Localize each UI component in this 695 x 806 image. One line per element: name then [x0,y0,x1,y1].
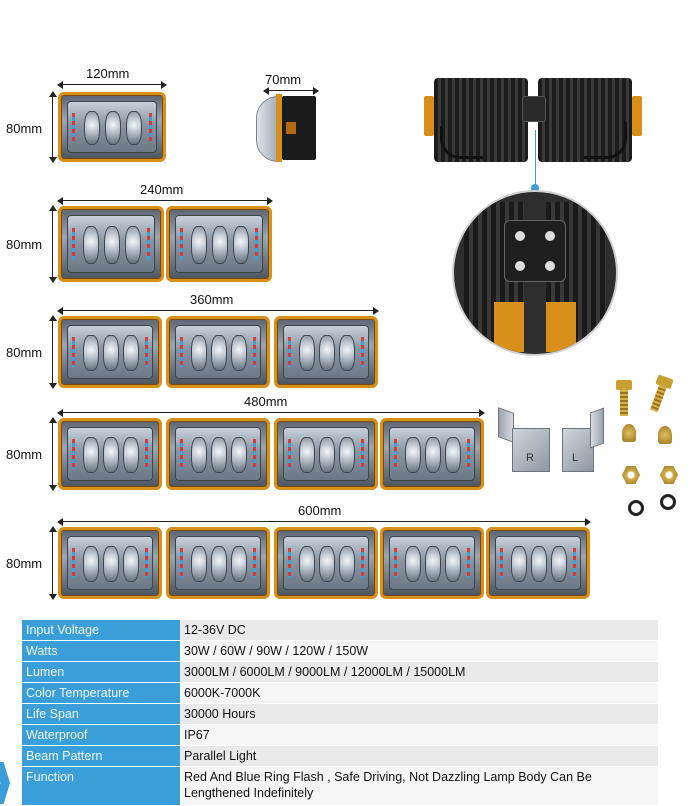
spec-key: Function [22,766,180,806]
spec-value: 30000 Hours [180,703,658,725]
bracket-left-label: L [572,452,579,464]
lamp-4x-1 [58,418,162,490]
lamp-3x-1 [58,316,162,388]
spec-value: IP67 [180,724,658,746]
dim-label-80-row2: 80mm [6,237,43,252]
screw-1 [622,424,636,442]
dim-label-80-row4: 80mm [6,447,43,462]
bracket-right: R [498,407,550,472]
lamp-4x-4 [380,418,484,490]
bolt-1 [616,380,632,416]
dim-line-70 [263,87,319,95]
dim-label-80-row5: 80mm [6,556,43,571]
lamp-5x-1 [58,527,162,599]
chevron-right-icon [0,762,10,804]
dim-line-120 [57,81,167,89]
lamp-5x-5 [486,527,590,599]
dim-vline-row2 [49,205,57,283]
dim-label-80-row1: 80mm [6,121,43,136]
lamp-5x-3 [274,527,378,599]
bracket-left: L [560,407,604,472]
lamp-4x-2 [166,418,270,490]
zoom-connector-line [535,130,536,188]
bracket-right-label: R [526,452,534,464]
lamp-5x-4 [380,527,484,599]
dim-vline-row4 [49,417,57,491]
nut-2 [660,466,678,484]
lamp-single [58,92,166,162]
dim-vline-row5 [49,526,57,600]
spec-value: 6000K-7000K [180,682,658,704]
zoom-connector-dot [531,184,539,192]
spec-value: 3000LM / 6000LM / 9000LM / 12000LM / 150… [180,661,658,683]
spec-key: Beam Pattern [22,745,180,767]
screw-2 [658,426,672,444]
washer-1 [628,500,644,516]
dim-line-240 [57,197,273,205]
connector-zoom-circle [452,190,618,356]
spec-key: Watts [22,640,180,662]
dim-label-70: 70mm [265,72,302,87]
dim-vline-row1 [49,91,57,163]
spec-key: Life Span [22,703,180,725]
dim-line-480 [57,409,485,417]
lamp-back-photo [424,76,642,166]
bolt-2 [646,374,674,413]
lamp-3x-2 [166,316,270,388]
spec-key: Color Temperature [22,682,180,704]
spec-value: 30W / 60W / 90W / 120W / 150W [180,640,658,662]
dim-label-240: 240mm [140,182,184,197]
dim-vline-row3 [49,315,57,389]
lamp-2x-1 [58,206,164,282]
dim-label-600: 600mm [298,503,342,518]
washer-2 [660,494,676,510]
dim-line-360 [57,307,379,315]
dim-label-480: 480mm [244,394,288,409]
lamp-2x-2 [166,206,272,282]
lamp-3x-3 [274,316,378,388]
spec-value: Red And Blue Ring Flash , Safe Driving, … [180,766,658,806]
lamp-4x-3 [274,418,378,490]
lamp-side-view [250,94,320,164]
spec-value: Parallel Light [180,745,658,767]
spec-key: Lumen [22,661,180,683]
dim-label-80-row3: 80mm [6,345,43,360]
spec-value: 12-36V DC [180,620,658,641]
dim-label-120: 120mm [86,66,130,81]
lamp-5x-2 [166,527,270,599]
dim-line-600 [57,518,591,526]
spec-key: Input Voltage [22,620,180,641]
spec-key: Waterproof [22,724,180,746]
nut-1 [622,466,640,484]
dim-label-360: 360mm [190,292,234,307]
